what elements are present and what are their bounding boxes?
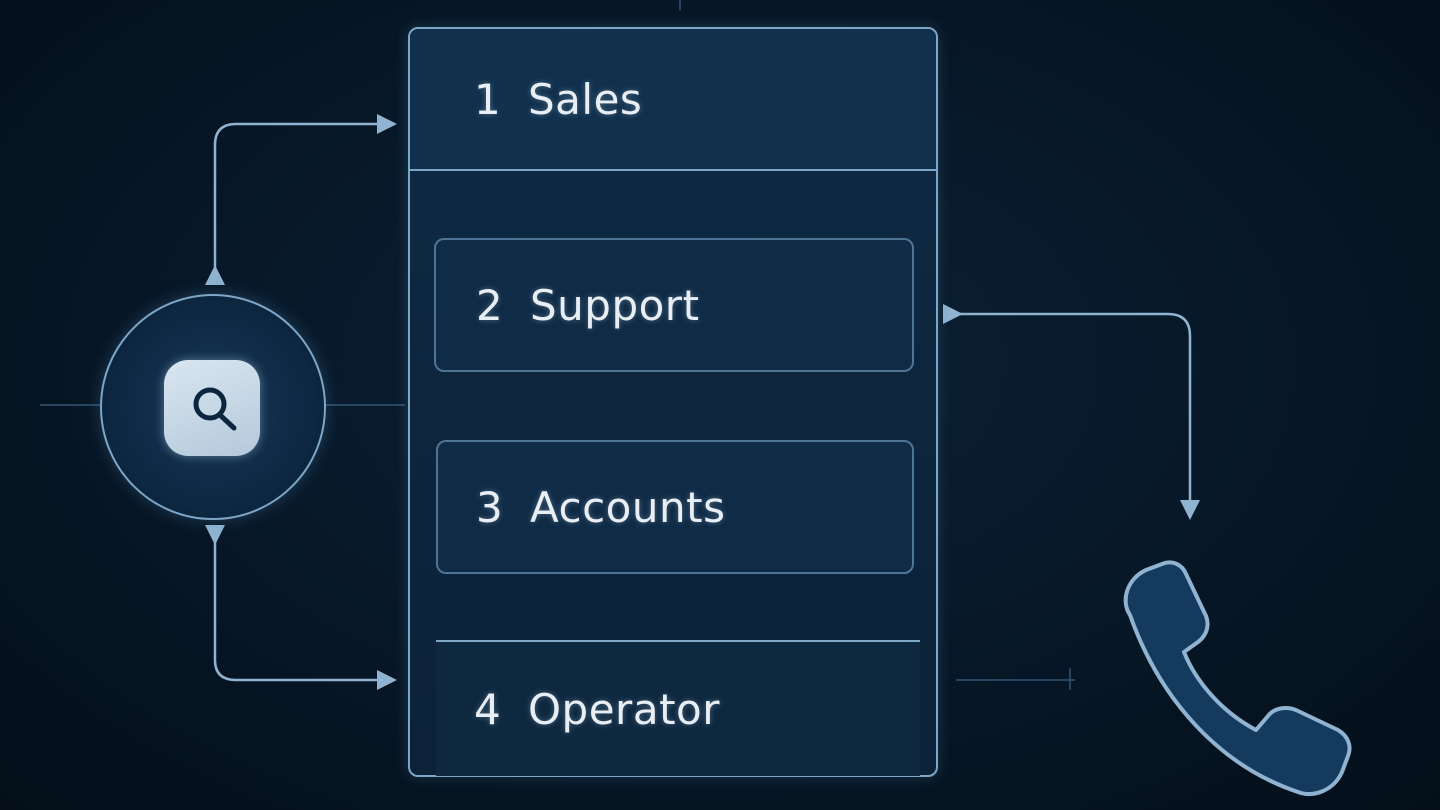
connector-bottom-arrow [205, 525, 397, 690]
menu-option-sales[interactable]: 1 Sales [410, 29, 936, 171]
caller-node[interactable] [100, 294, 326, 520]
option-label: Support [530, 280, 700, 330]
search-icon [164, 360, 260, 456]
option-label: Operator [528, 684, 720, 734]
connector-phone-arrow [943, 304, 1200, 520]
option-label: Sales [528, 74, 643, 124]
menu-option-operator[interactable]: 4 Operator [436, 640, 920, 776]
phone-icon[interactable] [1110, 560, 1380, 800]
menu-option-support[interactable]: 2 Support [434, 238, 914, 372]
option-number: 1 [474, 74, 502, 124]
menu-option-accounts[interactable]: 3 Accounts [436, 440, 914, 574]
option-label: Accounts [530, 482, 726, 532]
option-number: 3 [476, 482, 504, 532]
option-number: 4 [474, 684, 502, 734]
connector-top-arrow [205, 114, 397, 285]
option-number: 2 [476, 280, 504, 330]
